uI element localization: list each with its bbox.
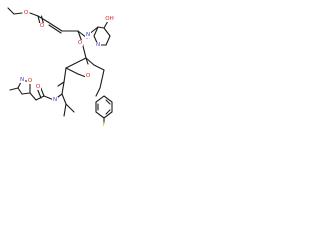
bond	[105, 99, 111, 105]
bond	[21, 92, 31, 95]
bond	[48, 24, 62, 34]
bond	[57, 81, 65, 87]
bond	[95, 87, 101, 97]
oxygen-atom: O	[36, 84, 41, 90]
bond	[65, 63, 75, 69]
bond	[65, 67, 79, 75]
bond	[29, 92, 37, 101]
bond	[37, 15, 41, 25]
bond	[37, 15, 49, 23]
bond	[93, 26, 99, 37]
nitrogen-atom: N	[53, 97, 57, 103]
bond	[85, 57, 95, 66]
oxygen-atom: O	[28, 78, 33, 84]
bond	[63, 103, 67, 117]
nitrogen-atom: N	[96, 42, 100, 48]
bond	[63, 67, 67, 83]
bond	[7, 7, 15, 15]
bond	[61, 93, 67, 105]
bond	[105, 109, 111, 115]
oxygen-atom: O	[78, 40, 83, 46]
bond	[17, 87, 23, 95]
bond	[40, 15, 45, 25]
fluorine-atom: F	[102, 122, 105, 128]
hydroxyl-label: OH	[105, 16, 113, 22]
bond	[65, 103, 75, 113]
bond	[35, 95, 45, 101]
bond	[47, 21, 63, 32]
bond	[13, 12, 23, 15]
bond	[93, 64, 105, 71]
bonds	[7, 7, 113, 125]
bond	[9, 87, 19, 91]
oxygen-atom: O	[40, 23, 45, 29]
nitrogen-atom: N	[86, 32, 90, 38]
nitrogen-atom: N	[20, 77, 24, 83]
bond	[61, 81, 65, 95]
bond	[73, 57, 87, 65]
bond	[29, 12, 39, 17]
bond	[77, 73, 87, 78]
bond	[99, 69, 105, 89]
oxygen-atom: O	[24, 10, 29, 16]
bond	[103, 20, 109, 29]
atom-labels: O O OH N N O O N N O O F	[19, 10, 115, 128]
bond	[103, 27, 111, 37]
oxygen-atom: O	[86, 73, 91, 79]
molecule-structure: O O OH N N O O N N O O F	[7, 7, 115, 128]
bond	[97, 26, 105, 29]
bond	[105, 35, 111, 46]
